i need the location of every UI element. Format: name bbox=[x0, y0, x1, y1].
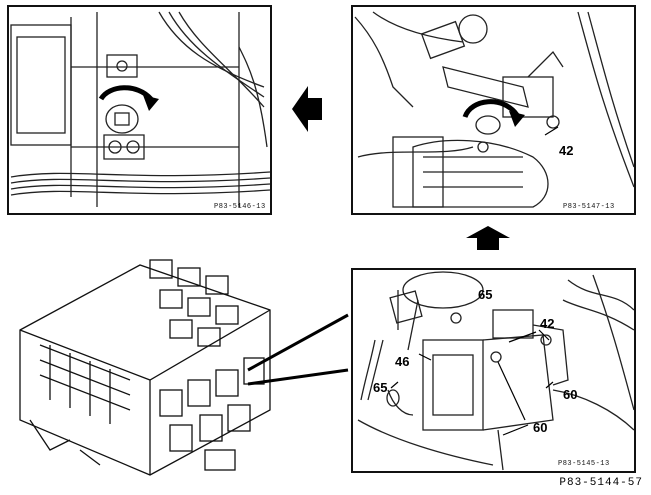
callout-60: 60 bbox=[563, 387, 578, 402]
illustration-top-right bbox=[354, 11, 634, 208]
callout-65: 65 bbox=[478, 287, 493, 302]
relay-box-illustration bbox=[19, 259, 349, 476]
panel-top-left: P83-5146-13 bbox=[7, 5, 272, 215]
panel-code: P83-5145-13 bbox=[558, 460, 610, 468]
illustration-bottom-right bbox=[357, 271, 634, 471]
panel-code: P83-5146-13 bbox=[214, 203, 266, 211]
rotation-arrow-icon bbox=[462, 99, 525, 127]
callout-42: 42 bbox=[559, 143, 574, 158]
panel-code: P83-5147-13 bbox=[563, 203, 615, 211]
callout-65: 65 bbox=[373, 380, 388, 395]
rotation-arrow-icon bbox=[98, 85, 159, 111]
figure-number: P83-5144-57 bbox=[559, 477, 643, 489]
arrow-left-icon bbox=[292, 86, 322, 132]
illustration-top-left bbox=[10, 11, 270, 207]
callout-60: 60 bbox=[533, 420, 548, 435]
callout-46: 46 bbox=[395, 354, 410, 369]
panel-top-right: 42 P83-5147-13 bbox=[351, 5, 636, 215]
panel-bottom-right: 65 42 46 60 65 60 P83-5145-13 bbox=[351, 268, 636, 473]
callout-42: 42 bbox=[540, 316, 555, 331]
arrow-up-icon bbox=[466, 226, 510, 250]
